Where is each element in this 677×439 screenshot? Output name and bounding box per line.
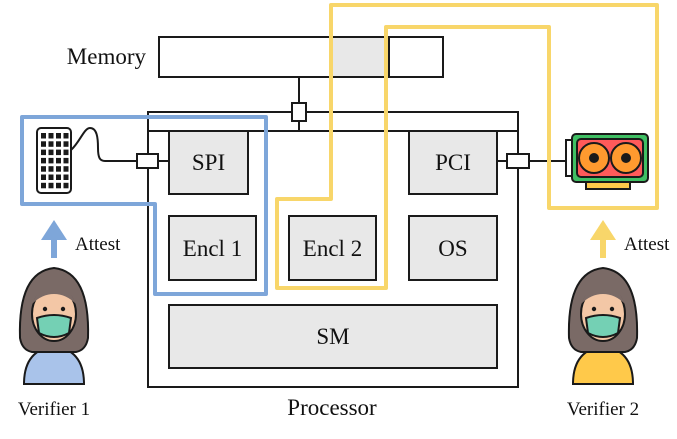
keyboard-key [41,133,46,139]
encl2-label: Encl 2 [303,236,362,261]
os-block [408,215,498,281]
keyboard-key [56,149,61,156]
encl1-block [168,215,257,281]
spi-connector [136,153,159,169]
encl2-block [288,215,377,281]
keyboard-icon [36,126,106,194]
enclave2-trust-boundary [275,3,659,290]
enclave1-trust-boundary [20,115,268,296]
keyboard-key [48,133,54,139]
keyboard-key [56,174,61,180]
memory-label: Memory [67,44,147,69]
keyboard-key [63,174,69,180]
processor-label: Processor [287,395,377,420]
attest-label-left: Attest [75,234,121,255]
attest-arrow-left [41,220,67,258]
keyboard-key [56,157,61,164]
encl1-label: Encl 1 [183,236,242,261]
graphics-card-icon [565,133,649,190]
spi-label: SPI [192,150,225,175]
pci-connector [506,153,530,169]
keyboard-key [41,166,46,172]
keyboard-key [48,157,54,164]
masked-person-icon [567,266,639,385]
pci-label: PCI [435,150,471,175]
keyboard-key [56,133,61,139]
keyboard-key [63,182,69,189]
keyboard-key [48,182,54,189]
keyboard-key [41,182,46,189]
verifier1-label: Verifier 1 [18,399,90,420]
verifier2-label: Verifier 2 [567,399,639,420]
masked-person-icon [18,266,90,385]
keyboard-key [63,157,69,164]
keyboard-key [63,141,69,147]
keyboard-key [41,149,46,156]
keyboard-key [56,141,61,147]
keyboard-key [48,141,54,147]
keyboard-key [63,149,69,156]
keyboard-key [63,166,69,172]
keyboard-key [48,149,54,156]
keyboard-key [48,174,54,180]
keyboard-key [63,133,69,139]
memory-bar: Memory [67,36,444,78]
keyboard-key [48,166,54,172]
attest-arrow-right [590,220,616,258]
memory-shared-region [331,36,390,78]
sm-label: SM [316,324,349,349]
keyboard-key [41,141,46,147]
os-label: OS [438,236,467,261]
keyboard-key [56,166,61,172]
memory-bus-connector [291,102,307,122]
keyboard-key [41,157,46,164]
pci-block [408,130,498,195]
spi-block [168,130,249,195]
attest-label-right: Attest [624,234,670,255]
keyboard-key [41,174,46,180]
sm-block [168,304,498,369]
keyboard-key [56,182,61,189]
